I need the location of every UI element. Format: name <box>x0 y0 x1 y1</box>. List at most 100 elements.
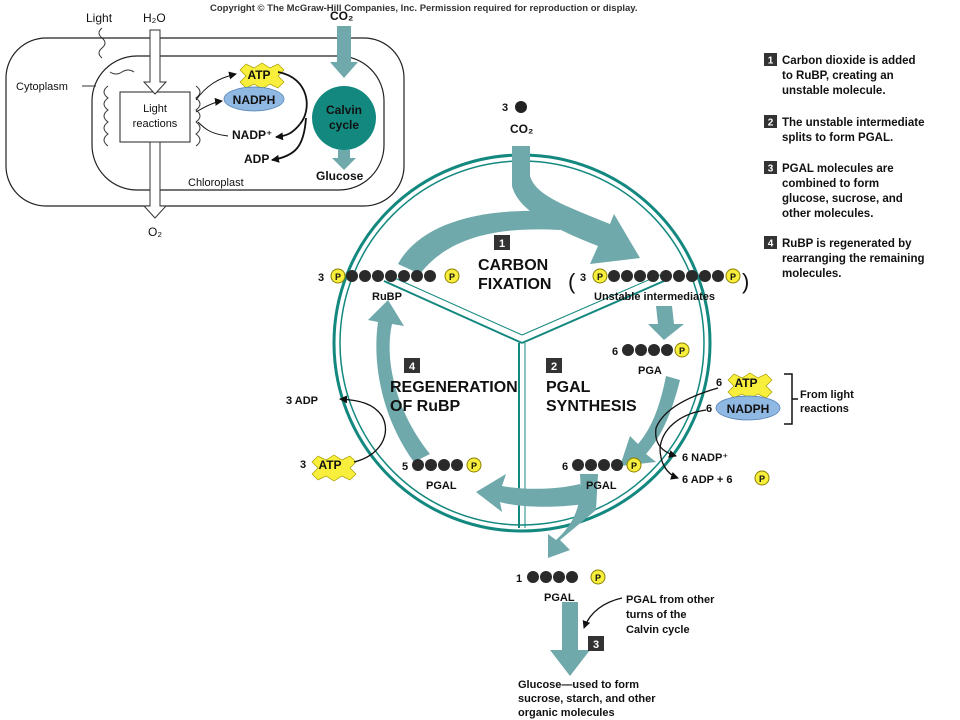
step-text-line: splits to form PGAL. <box>782 132 893 144</box>
step-text-line: combined to form <box>782 178 879 190</box>
phosphate-label: P <box>449 272 455 282</box>
carbon-atom-icon <box>527 571 539 583</box>
step-number: 1 <box>768 56 774 67</box>
phosphate-icon <box>674 342 690 358</box>
nadp-to-light-arrow <box>197 121 229 137</box>
phosphate-label: P <box>597 272 603 282</box>
co2-count: 3 <box>502 102 508 114</box>
phosphate-label: P <box>335 272 341 282</box>
step-text-line: to RuBP, creating an <box>782 70 894 82</box>
rubp-molecule: P P <box>330 268 460 284</box>
step-1: 1 Carbon dioxide is added to RuBP, creat… <box>764 53 916 97</box>
carbon-atom-icon <box>673 270 685 282</box>
light-label: Light <box>86 11 113 25</box>
steps-legend: 1 Carbon dioxide is added to RuBP, creat… <box>764 53 925 280</box>
adp3-label: 3 ADP <box>286 395 318 407</box>
carbon-atom-icon <box>661 344 673 356</box>
phase-4-label-2: OF RuBP <box>390 398 461 415</box>
rubp-to-fixation-arrow <box>398 210 560 274</box>
step-text-line: PGAL molecules are <box>782 163 894 175</box>
atp-badge-right <box>727 372 773 400</box>
carbon-atom-icon <box>424 270 436 282</box>
carbon-atom-icon <box>566 571 578 583</box>
carbon-atom-icon <box>598 459 610 471</box>
light-to-atp-arrow <box>195 71 237 101</box>
atp-to-adp-arrow <box>339 395 387 463</box>
unstable-paren-open: ( <box>568 269 576 294</box>
phase-1-number-box <box>494 235 510 250</box>
carbon-atom-icon <box>385 270 397 282</box>
carbon-atom-icon <box>647 270 659 282</box>
light-squiggle-icon <box>98 27 106 59</box>
carbon-atom-icon <box>611 459 623 471</box>
phosphate-icon <box>725 268 741 284</box>
phosphate-label: P <box>595 573 601 583</box>
glucose-note-line: sucrose, starch, and other <box>518 693 656 705</box>
carbon-atom-icon <box>346 270 358 282</box>
from-light-label: From light <box>800 389 854 401</box>
glucose-label-inset: Glucose <box>316 169 364 183</box>
pgal-split-arrow <box>548 474 598 558</box>
atp-consume-arrow <box>655 387 719 458</box>
o2-label: O₂ <box>148 225 162 239</box>
carbon-atom-icon <box>553 571 565 583</box>
phosphate-label: P <box>679 346 685 356</box>
phosphate-icon <box>444 268 460 284</box>
phosphate-icon <box>466 457 482 473</box>
carbon-atom-icon <box>712 270 724 282</box>
pgal1-count: 1 <box>516 573 522 585</box>
carbon-atom-icon <box>438 459 450 471</box>
carbon-atom-icon <box>660 270 672 282</box>
pga-label: PGA <box>638 365 662 377</box>
phase-2-number: 2 <box>551 361 557 373</box>
co2-label: CO₂ <box>510 122 533 136</box>
light-to-nadph-arrow <box>195 97 223 113</box>
carbon-atom-icon <box>425 459 437 471</box>
carbon-atom-icon <box>648 344 660 356</box>
carbon-atom-icon <box>411 270 423 282</box>
carbon-atom-icon <box>412 459 424 471</box>
step-text-line: other molecules. <box>782 208 873 220</box>
light-reactions-label-2: reactions <box>133 118 178 130</box>
atp-arrow-inset <box>277 71 308 125</box>
intermediate-to-pga-arrow <box>648 306 684 340</box>
step-number-box <box>764 53 777 66</box>
step-text-line: Carbon dioxide is added <box>782 55 916 67</box>
atp-badge-left <box>311 454 357 482</box>
atp-label-left: ATP <box>318 458 341 472</box>
carbon-atom-icon <box>634 270 646 282</box>
phosphate-icon <box>754 470 770 486</box>
carbon-atom-icon <box>622 344 634 356</box>
co2-molecule-icon <box>515 101 527 113</box>
carbon-atom-icon <box>372 270 384 282</box>
atp-badge-inset <box>239 62 285 90</box>
carbon-atom-icon <box>572 459 584 471</box>
pgal-other-arrow <box>582 597 623 629</box>
carbon-atom-icon <box>686 270 698 282</box>
adp-return-arrow <box>271 117 307 163</box>
light-reactions-label: Light <box>143 103 167 115</box>
light-squiggle-icon-2 <box>109 69 135 75</box>
carbon-atom-icon <box>635 344 647 356</box>
unstable-molecule: P P <box>592 268 741 284</box>
calvin-cycle-main: 3 CO₂ 1 CARBON FIXATION 2 PGAL SYNTHESIS… <box>286 101 854 719</box>
phosphate-label: P <box>759 474 765 484</box>
nadph-count: 6 <box>706 403 712 415</box>
nadp-return-arrow <box>275 123 301 141</box>
step-text-line: molecules. <box>782 268 841 280</box>
carbon-atom-icon <box>451 459 463 471</box>
atp-count-right: 6 <box>716 377 722 389</box>
step-number-box <box>764 115 777 128</box>
step-text-line: The unstable intermediate <box>782 117 925 129</box>
h2o-label: H₂O <box>143 11 166 25</box>
pgal5-label: PGAL <box>426 480 457 492</box>
phase-4-label: REGENERATION <box>390 379 518 396</box>
carbon-atom-icon <box>608 270 620 282</box>
pgal-other-label-3: Calvin cycle <box>626 624 690 636</box>
step-number-box <box>764 161 777 174</box>
carbon-atom-icon <box>359 270 371 282</box>
step-number: 3 <box>768 164 774 175</box>
glucose-arrow-inset <box>332 150 356 170</box>
pgal-other-label: PGAL from other <box>626 594 715 606</box>
